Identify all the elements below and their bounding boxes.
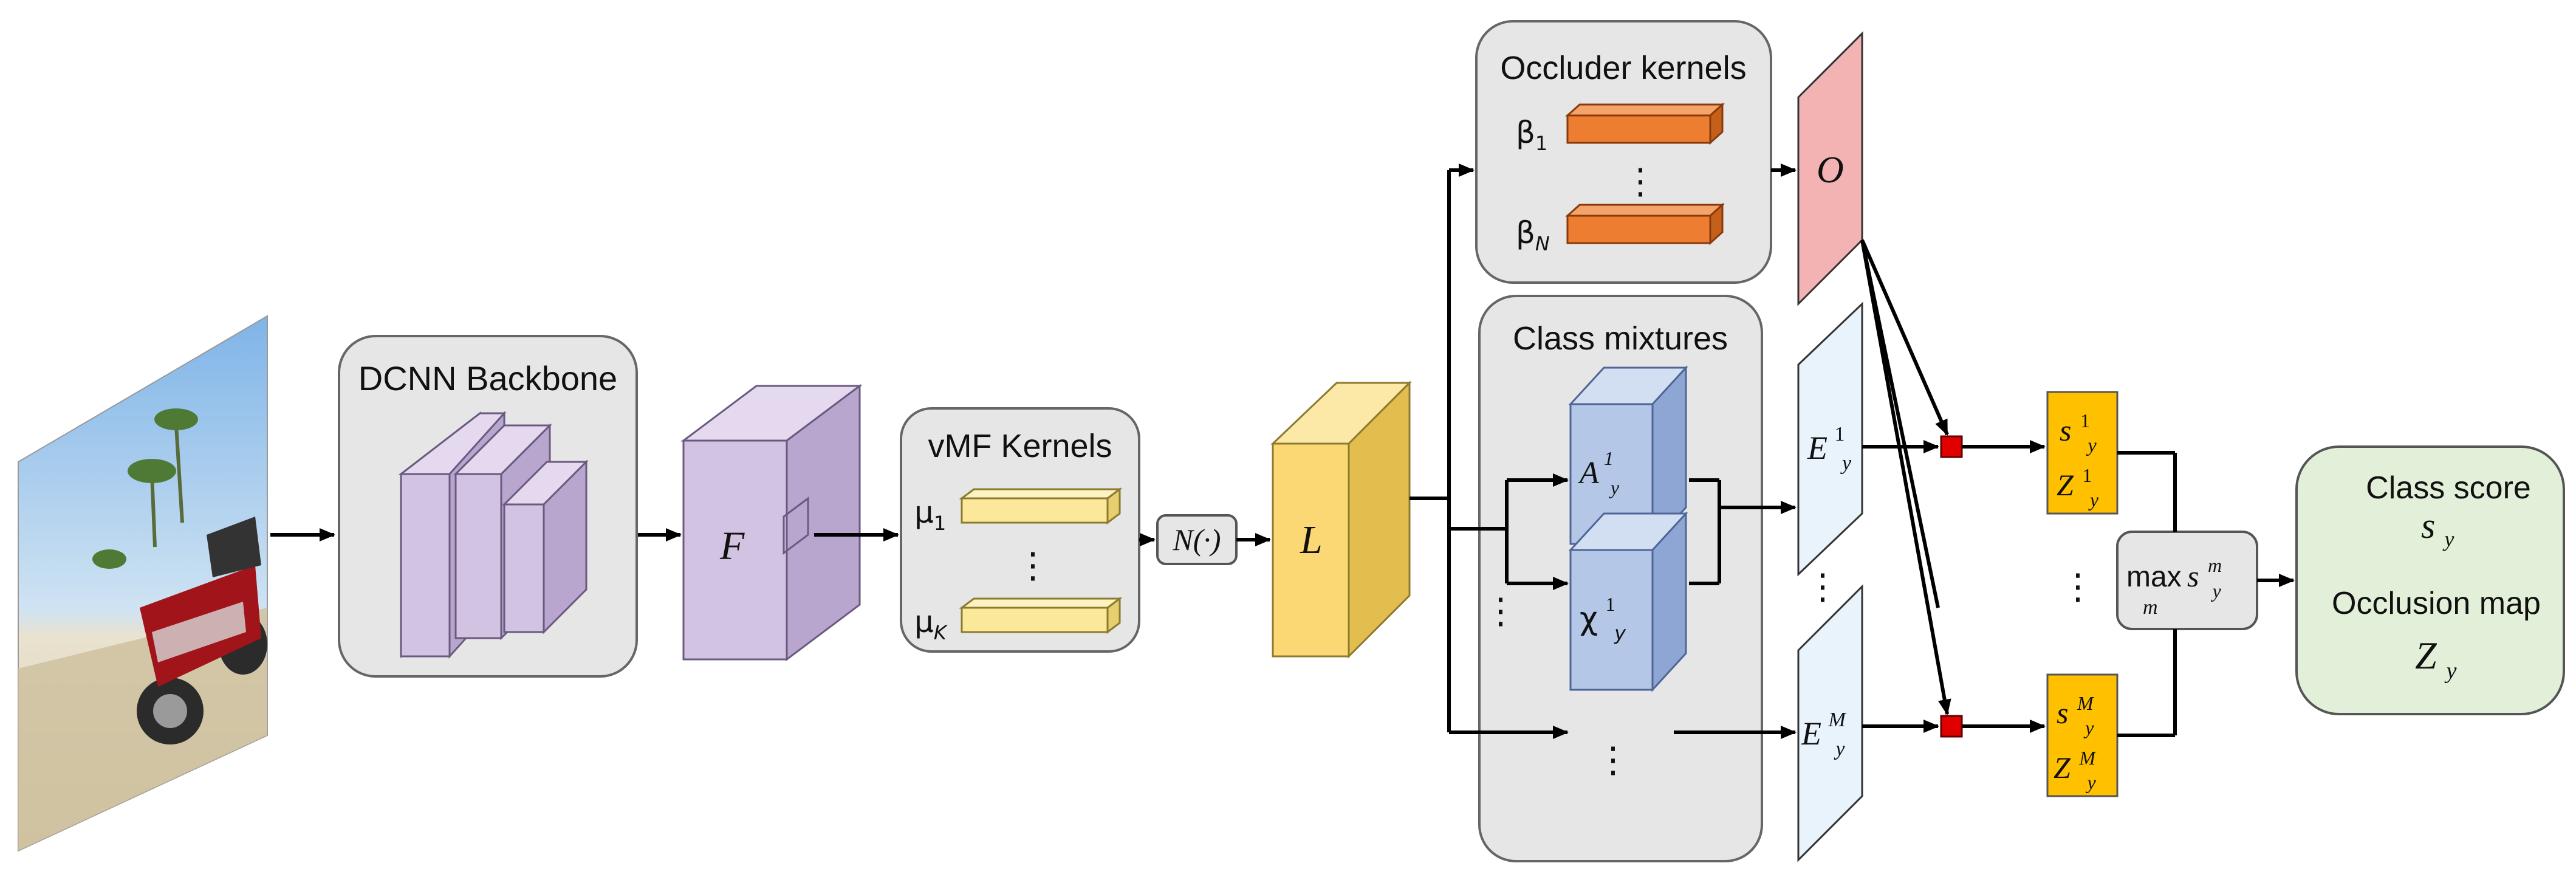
vmf-kernels-box: vMF Kernels μ1 μK ⋮ — [900, 407, 1140, 653]
connector-lines — [270, 163, 2295, 739]
energy-dots: ⋮ — [1805, 567, 1840, 607]
max-s-label: s m y — [2187, 545, 2230, 602]
occlusion-map-label: Occlusion map — [2332, 586, 2541, 621]
likelihood-cube — [1270, 380, 1412, 659]
vmf-mu-k-label: μK — [914, 604, 948, 644]
score-dots: ⋮ — [2060, 567, 2095, 607]
dcnn-layers-shape — [398, 411, 589, 659]
class-mixtures-box: Class mixtures A 1 y χ 1 y ⋮ ⋮ — [1478, 295, 1763, 862]
occluder-beta-1-label: β1 — [1516, 115, 1547, 155]
energy-panel-m: E M y — [1797, 584, 1863, 862]
dcnn-backbone-box: DCNN Backbone — [338, 335, 638, 678]
multiply-node-1 — [1940, 435, 1963, 458]
score-box-1: s 1 y Z 1 y — [2046, 391, 2119, 515]
vmf-dots: ⋮ — [1015, 546, 1050, 585]
score-m-z: Z M y — [2054, 737, 2103, 793]
mixture-chi-label: χ 1 y — [1580, 582, 1626, 645]
max-operator-box: max m s m y — [2116, 531, 2258, 630]
occlusion-output-panel: O — [1797, 31, 1863, 306]
normalization-label: N(·) — [1172, 523, 1221, 557]
feature-map-cube — [680, 384, 863, 661]
max-label: max — [2126, 561, 2182, 593]
vmf-mu-1-label: μ1 — [914, 495, 946, 535]
mixture-a-label: A 1 y — [1578, 438, 1622, 498]
mixture-chi-cube — [1568, 511, 1688, 692]
occluder-kernels-box: Occluder kernels β1 βN ⋮ — [1475, 20, 1772, 284]
likelihood-label: L — [1300, 518, 1323, 562]
palm-tree-shape — [150, 425, 184, 548]
max-under-label: m — [2143, 596, 2158, 619]
occluder-kernels-title: Occluder kernels — [1500, 50, 1746, 86]
normalization-box: N(·) — [1156, 514, 1238, 565]
feature-label: F — [719, 524, 745, 568]
input-image — [18, 315, 268, 852]
dcnn-backbone-title: DCNN Backbone — [358, 359, 617, 397]
class-score-label: Class score — [2366, 470, 2531, 506]
class-score-symbol: s y — [2421, 506, 2454, 551]
mixtures-dots-bottom: ⋮ — [1595, 740, 1631, 780]
class-mixtures-title: Class mixtures — [1513, 320, 1728, 357]
energy-m-label: E M y — [1801, 697, 1854, 760]
score-box-m: s M y Z M y — [2046, 673, 2119, 797]
vmf-kernels-title: vMF Kernels — [928, 428, 1112, 464]
vmf-kernel-k-bar — [959, 597, 1123, 634]
occlusion-output-label: O — [1817, 150, 1844, 191]
vmf-kernel-1-bar — [959, 487, 1123, 524]
occluder-beta-n-label: βN — [1516, 215, 1550, 255]
energy-1-label: E 1 y — [1807, 411, 1853, 475]
energy-panel-1: E 1 y — [1797, 301, 1863, 577]
occlusion-map-symbol: Z y — [2415, 634, 2457, 684]
score-m-s: s M y — [2057, 682, 2101, 738]
output-box: Class score s y Occlusion map Z y — [2295, 445, 2565, 715]
score-1-z: Z 1 y — [2057, 455, 2100, 510]
mixtures-dots-left: ⋮ — [1483, 591, 1518, 631]
occluder-dots: ⋮ — [1623, 162, 1658, 201]
motorcycle-shape — [137, 517, 267, 744]
occluder-kernel-1-bar — [1565, 102, 1725, 145]
occluder-kernel-n-bar — [1565, 202, 1725, 246]
score-1-s: s 1 y — [2060, 400, 2097, 456]
multiply-node-m — [1940, 715, 1963, 738]
